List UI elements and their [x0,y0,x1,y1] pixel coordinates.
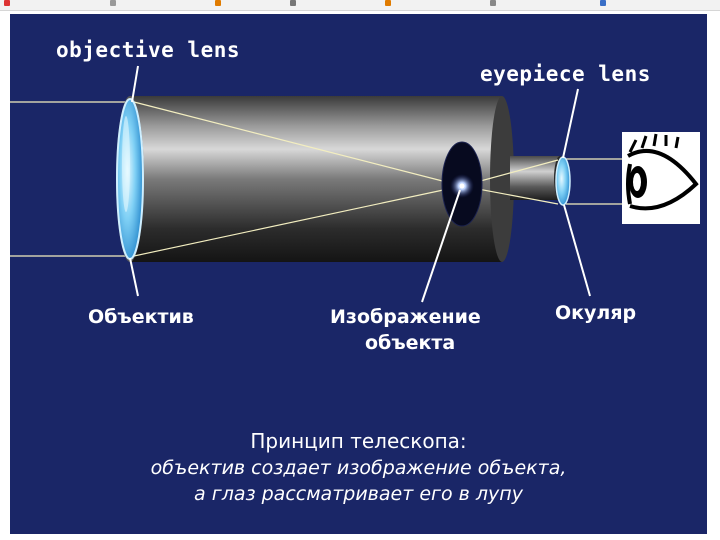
eye-icon [622,132,700,224]
objective-lens-label-en: objective lens [56,38,241,62]
pointer-eyepiece-ru [563,204,591,297]
pointer-objective-en [131,65,139,103]
pointer-image-ru [421,189,461,303]
ray-objective-bottom [133,185,463,257]
caption-line-3: а глаз рассматривает его в лупу [194,483,523,505]
pointer-objective-ru [129,257,139,297]
caption-line-2: объектив создает изображение объекта, [150,457,567,479]
pointer-eyepiece-en [562,88,579,159]
main-tube [116,96,514,262]
eyepiece-lens-label-en: eyepiece lens [480,62,651,86]
object-image [441,141,483,227]
telescope-diagram [10,65,700,303]
bookmark-item[interactable] [385,0,393,10]
bookmark-item[interactable] [290,0,298,10]
caption: Принцип телескопа: объектив создает изоб… [10,429,707,505]
telescope-slide: objective lens eyepiece lens Объектив Из… [10,14,707,534]
objective-label-ru: Объектив [88,306,194,328]
image-label-ru-line2: объекта [365,332,456,354]
eyepiece-lens [555,156,571,206]
bookmark-item[interactable] [490,0,498,10]
ray-objective-top [133,101,463,187]
eyepiece-label-ru: Окуляр [555,302,637,324]
caption-title: Принцип телескопа: [250,429,467,453]
bookmark-item[interactable] [215,0,223,10]
bookmark-item[interactable] [110,0,118,10]
image-label-ru-line1: Изображение [330,306,481,328]
bookmark-item[interactable] [4,0,12,10]
bookmark-item[interactable] [600,0,608,10]
bookmarks-bar [0,0,720,11]
objective-lens [116,98,144,260]
